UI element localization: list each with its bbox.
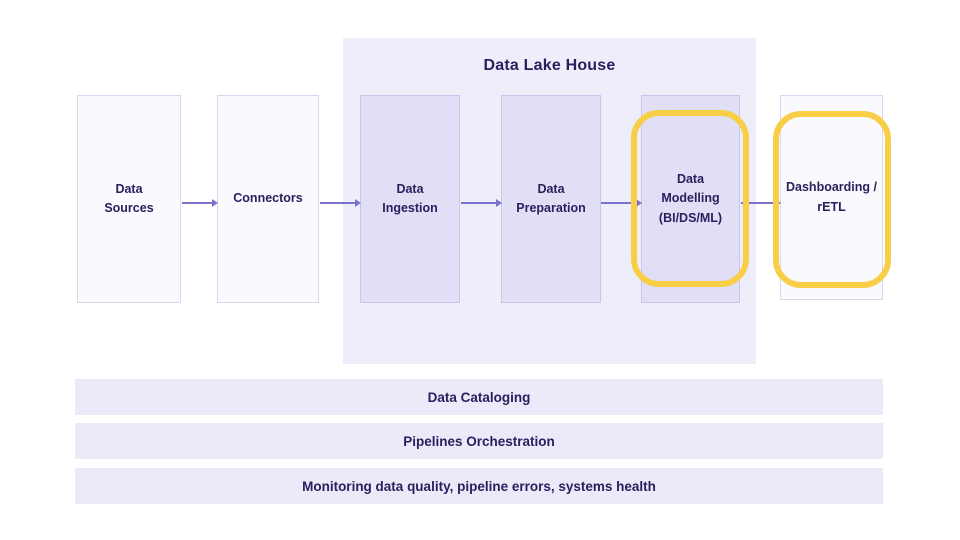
layer-monitoring-label: Monitoring data quality, pipeline errors…: [302, 478, 656, 494]
arrow-connectors-to-ingestion-icon: [320, 199, 361, 207]
node-data-ingestion-label: Data Ingestion: [382, 181, 438, 215]
node-data-ingestion: Data Ingestion: [360, 95, 460, 303]
arrow-sources-to-connectors-icon: [182, 199, 218, 207]
node-data-modelling: Data Modelling (BI/DS/ML): [641, 95, 740, 303]
node-connectors-label: Connectors: [233, 191, 303, 206]
arrow-modelling-to-dashboarding-icon: [741, 199, 781, 207]
node-dashboarding-retl: Dashboarding / rETL: [780, 95, 883, 300]
node-data-modelling-label: Data Modelling (BI/DS/ML): [658, 171, 723, 225]
node-connectors: Connectors: [217, 95, 319, 303]
node-data-sources: Data Sources: [77, 95, 181, 303]
node-dashboarding-retl-label: Dashboarding / rETL: [786, 180, 877, 214]
node-data-preparation: Data Preparation: [501, 95, 601, 303]
layer-monitoring: Monitoring data quality, pipeline errors…: [75, 468, 883, 504]
node-data-sources-label: Data Sources: [104, 181, 154, 215]
arrow-preparation-to-modelling-icon: [601, 199, 642, 207]
layer-pipelines-orchestration: Pipelines Orchestration: [75, 423, 883, 459]
node-data-preparation-label: Data Preparation: [516, 181, 586, 215]
arrow-ingestion-to-preparation-icon: [461, 199, 502, 207]
layer-data-cataloging-label: Data Cataloging: [427, 389, 531, 405]
layer-pipelines-orchestration-label: Pipelines Orchestration: [403, 433, 555, 449]
layer-data-cataloging: Data Cataloging: [75, 379, 883, 415]
lakehouse-title: Data Lake House: [483, 57, 616, 74]
